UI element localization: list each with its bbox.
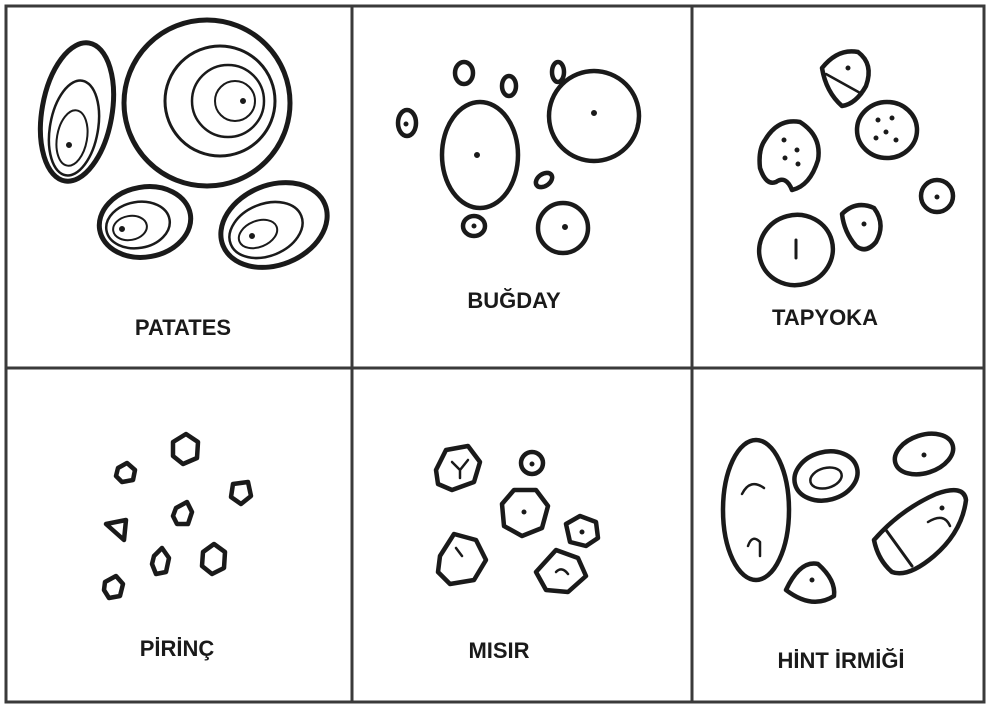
hint-irmigi-granule (789, 445, 863, 508)
pirinc-granule (173, 502, 192, 524)
pirinc-granule (104, 576, 123, 598)
panel-tapyoka (751, 51, 953, 293)
label-bugday: BUĞDAY (467, 288, 561, 313)
bugday-granule-small (502, 76, 516, 96)
tapyoka-granule-truncated (842, 205, 881, 249)
pirinc-granule (173, 434, 198, 464)
hint-irmigi-granule-large (723, 440, 789, 580)
patates-granule-left-oval (30, 37, 123, 187)
panel-pirinc (104, 434, 251, 598)
patates-granule-large-round (124, 20, 290, 186)
pirinc-granule (116, 463, 135, 482)
hint-irmigi-granule-truncated (786, 564, 834, 602)
bugday-granule-small (533, 170, 555, 190)
pirinc-granule (106, 520, 126, 540)
patates-granule-bottom-left (94, 180, 197, 265)
pirinc-granule (202, 544, 225, 574)
bugday-granule-small (552, 62, 564, 82)
panel-patates (30, 20, 340, 283)
bugday-granule-small (455, 62, 473, 84)
misir-granule (536, 550, 586, 592)
panel-hint-irmigi (723, 427, 966, 602)
label-tapyoka: TAPYOKA (772, 305, 878, 330)
grid-frame (6, 6, 984, 702)
panel-misir (436, 446, 598, 592)
label-patates: PATATES (135, 315, 231, 340)
tapyoka-granule-truncated (760, 121, 819, 190)
outer-border (6, 6, 984, 702)
label-pirinc: PİRİNÇ (140, 636, 215, 661)
label-hint-irmigi: HİNT İRMİĞİ (777, 648, 904, 673)
label-misir: MISIR (468, 638, 529, 663)
pirinc-granule (231, 482, 251, 504)
misir-granule (438, 534, 486, 584)
panel-bugday (398, 62, 639, 253)
pirinc-granule (152, 548, 169, 574)
tapyoka-granule-truncated (822, 51, 869, 106)
